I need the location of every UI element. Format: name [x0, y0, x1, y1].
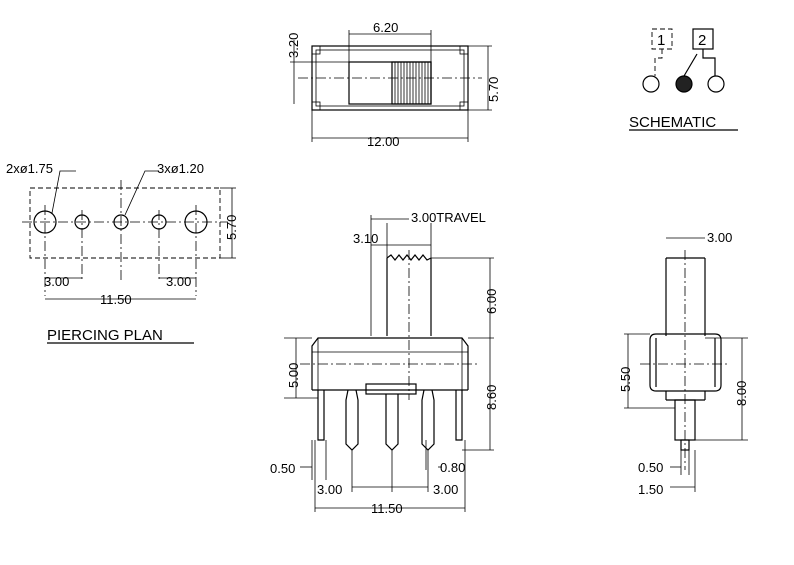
- piercing-plan: 2xø1.75 3xø1.20 5.70 3.00 3.00 11.50 PIE…: [6, 161, 239, 344]
- schematic-terminal-left: [642, 75, 660, 93]
- piercing-plan-title: PIERCING PLAN: [47, 327, 163, 344]
- piercing-outline: [29, 187, 221, 259]
- front-actuator-height: 6.00: [484, 289, 499, 314]
- schematic: 1 2 SCHEMATIC: [629, 28, 738, 131]
- schematic-switch-arm: [683, 53, 698, 77]
- front-pins: [317, 389, 463, 451]
- front-body: [300, 337, 480, 395]
- top-view: 6.20 3.20 5.70 12.00: [286, 20, 501, 149]
- schematic-title: SCHEMATIC: [629, 114, 716, 131]
- side-actuator: [665, 257, 706, 336]
- front-view: 3.10 3.00TRAVEL 6.00 8.60 5.00 0.50 0.80…: [270, 210, 499, 516]
- piercing-height: 5.70: [224, 215, 239, 240]
- top-view-slider-knob: [391, 61, 432, 105]
- schematic-pin1-label: 1: [657, 32, 665, 49]
- dim-top-height-small: 3.20: [286, 33, 301, 58]
- schematic-terminal-right: [707, 75, 725, 93]
- side-pin-offset: 1.50: [638, 482, 663, 497]
- front-pin-width: 0.50: [270, 461, 295, 476]
- dim-top-height: 5.70: [486, 77, 501, 102]
- front-actuator: [386, 250, 432, 400]
- dim-top-width-inner: 6.20: [373, 20, 398, 35]
- front-pitch-left: 3.00: [317, 482, 342, 497]
- side-body-height: 5.50: [618, 367, 633, 392]
- side-total-height: 8.00: [734, 381, 749, 406]
- dim-top-length: 12.00: [367, 134, 400, 149]
- schematic-terminal-common: [675, 75, 693, 93]
- piercing-span: 11.50: [100, 292, 132, 307]
- piercing-pitch-left: 3.00: [44, 274, 69, 289]
- schematic-pin2-label: 2: [698, 32, 706, 49]
- front-body-height: 5.00: [286, 363, 301, 388]
- front-pitch-right: 3.00: [433, 482, 458, 497]
- piercing-pitch-right: 3.00: [166, 274, 191, 289]
- side-pin: [674, 399, 696, 451]
- side-pin-width: 0.50: [638, 460, 663, 475]
- front-actuator-width: 3.10: [353, 231, 378, 246]
- side-view: 3.00 5.50 8.00 0.50 1.50: [618, 230, 749, 497]
- side-actuator-width: 3.00: [707, 230, 732, 245]
- front-pin-thickness: 0.80: [440, 460, 465, 475]
- side-body: [640, 333, 730, 401]
- piercing-big-holes-label: 2xø1.75: [6, 161, 53, 176]
- front-total-height: 8.60: [484, 385, 499, 410]
- front-span: 11.50: [371, 501, 403, 516]
- piercing-small-holes-label: 3xø1.20: [157, 161, 204, 176]
- front-travel: 3.00TRAVEL: [411, 210, 486, 225]
